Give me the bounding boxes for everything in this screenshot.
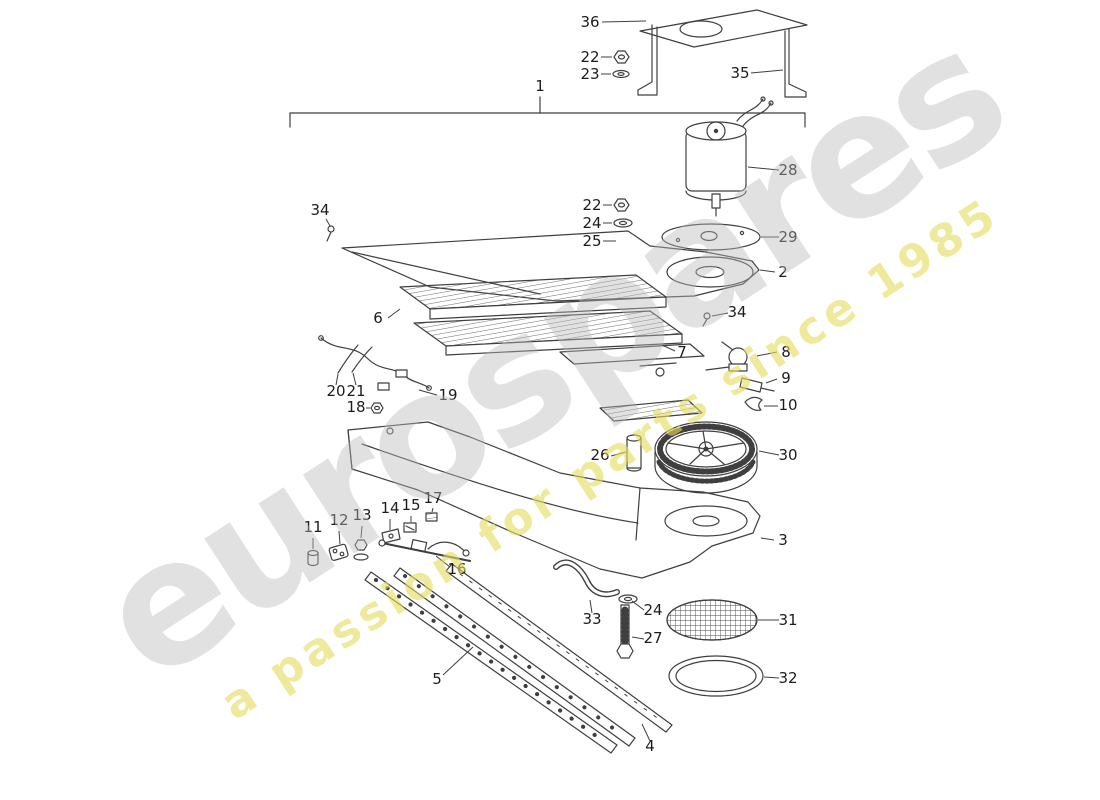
drain-hose [553,559,620,598]
hinge-rails [364,563,673,754]
part-number-34-6: 34 [310,201,329,219]
part-number-34-13: 34 [727,303,746,321]
retaining-clip [744,396,763,411]
part-number-36-0: 36 [580,13,599,31]
part-number-12-26: 12 [329,511,348,529]
part-number-15-29: 15 [401,496,420,514]
part-number-21-19: 21 [346,382,365,400]
part-number-4-38: 4 [645,737,655,755]
part-number-29-10: 29 [778,228,797,246]
blower-housing [347,421,761,579]
part-number-10-17: 10 [778,396,797,414]
nut-22 [613,198,630,212]
part-number-18-20: 18 [346,398,365,416]
part-number-24-33: 24 [643,601,662,619]
blower-motor [685,96,774,217]
part-number-13-27: 13 [352,506,371,524]
part-number-27-34: 27 [643,629,662,647]
part-number-5-37: 5 [432,670,442,688]
leader-line-4-38 [641,723,651,742]
part-number-8-15: 8 [781,343,791,361]
part-number-9-16: 9 [781,369,791,387]
bowden-cable-lever [378,539,471,562]
fitting [739,377,775,393]
screw-34-left [326,225,335,242]
leader-line-19-21 [418,389,438,396]
part-number-30-23: 30 [778,446,797,464]
fan-wheel [654,421,758,494]
screw-34-right [702,312,711,327]
part-number-24-8: 24 [582,214,601,232]
leader-line-2-11 [759,269,776,273]
leader-line-28-5 [747,166,780,171]
part-number-17-30: 17 [423,489,442,507]
part-number-1-4: 1 [535,77,545,95]
leader-line-36-0 [601,20,647,23]
air-grille [666,599,758,641]
control-valve [705,341,748,372]
part-number-28-5: 28 [778,161,797,179]
leader-line-21-19 [352,372,357,386]
part-number-32-36: 32 [778,669,797,687]
leader-line-13-27 [360,525,363,539]
leader-line-6-12 [387,308,401,319]
part-number-7-14: 7 [677,343,687,361]
leader-line-26-22 [610,451,627,457]
leader-line-27-34 [631,636,645,640]
part-number-11-25: 11 [303,518,322,536]
leader-line-24-33 [631,600,645,611]
leader-line-30-23 [758,450,780,456]
leader-line-3-24 [760,537,775,541]
part-number-22-1: 22 [580,48,599,66]
heat-exchanger-core [399,274,683,356]
leader-line-16-31 [435,555,451,568]
wiring-harness [318,335,432,391]
part-number-6-12: 6 [373,309,383,327]
nut-18 [370,402,384,414]
leader-line-33-32 [589,599,593,614]
leader-line-34-6 [325,218,331,227]
part-number-16-31: 16 [447,560,466,578]
leader-line-34-13 [711,312,729,317]
part-number-23-2: 23 [580,65,599,83]
bolt-27 [616,604,634,659]
part-number-3-24: 3 [778,531,788,549]
part-number-2-11: 2 [778,263,788,281]
mounting-bracket [637,9,808,98]
seal-ring [668,655,764,697]
leader-line-17-30 [431,507,434,513]
leader-line-5-37 [442,646,474,676]
control-linkage-parts [307,512,438,567]
leader-line-35-3 [750,69,784,74]
washer-23 [612,69,630,79]
part-number-19-21: 19 [438,386,457,404]
washer-24-lower [618,594,638,604]
leader-line-9-16 [765,378,778,384]
nut-22-top [613,50,630,64]
heater-element [559,343,705,422]
motor-mount-plate [661,223,761,251]
part-number-31-35: 31 [778,611,797,629]
washer-24 [613,218,633,228]
part-number-33-32: 33 [582,610,601,628]
spacer-sleeve [626,434,642,472]
part-number-35-3: 35 [730,64,749,82]
part-number-26-22: 26 [590,446,609,464]
part-number-25-9: 25 [582,232,601,250]
leader-line-20-18 [335,373,339,386]
part-number-22-7: 22 [582,196,601,214]
leader-line-32-36 [763,676,780,679]
assembly-bracket [289,96,806,128]
leader-line-12-26 [338,530,341,545]
part-number-20-18: 20 [326,382,345,400]
leader-line-7-14 [661,344,676,352]
part-number-14-28: 14 [380,499,399,517]
leader-line-8-15 [756,351,778,357]
